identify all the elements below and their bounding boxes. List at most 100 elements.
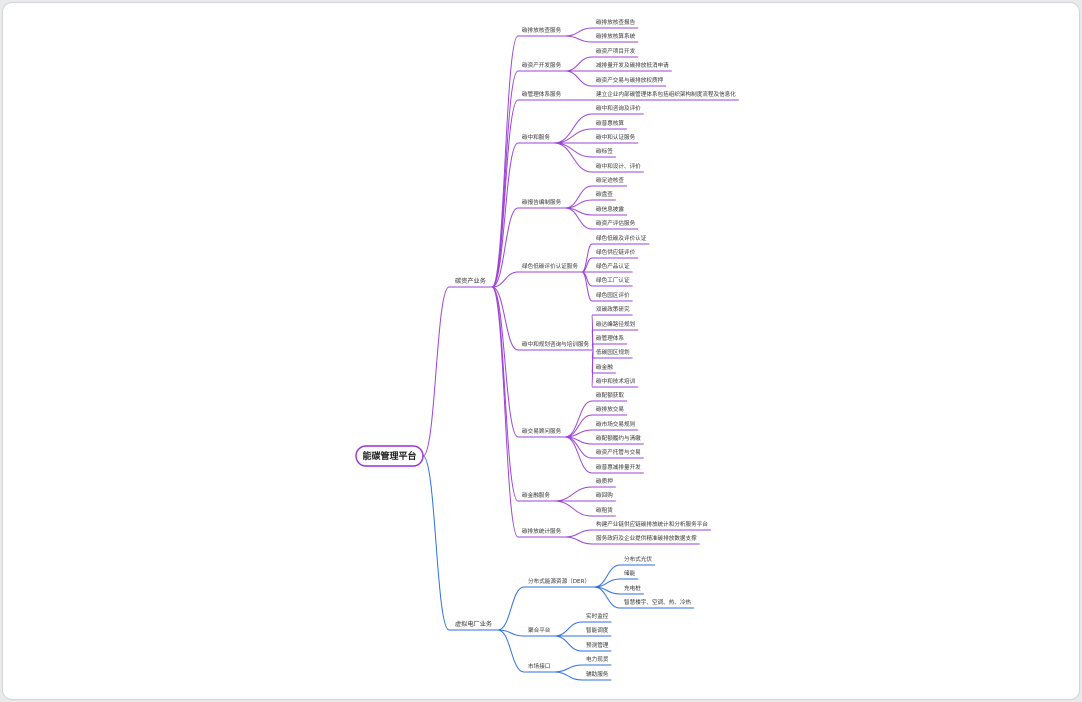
connector-line: [565, 70, 593, 87]
topic-node[interactable]: 碳金融服务: [522, 491, 550, 499]
topic-node[interactable]: 聚合平台: [528, 626, 551, 634]
connector-line: [554, 664, 583, 673]
leaf-node[interactable]: 碳排放核查报告: [596, 18, 636, 26]
connector-line: [554, 635, 583, 652]
leaf-node[interactable]: 碳回购: [596, 491, 613, 499]
connector-line: [554, 621, 583, 637]
topic-node[interactable]: 市场接口: [528, 662, 550, 670]
leaf-node[interactable]: 碳信息披露: [596, 205, 624, 213]
leaf-node[interactable]: 实时监控: [586, 612, 609, 620]
topic-node[interactable]: 碳交易顾问服务: [522, 427, 562, 435]
topic-node[interactable]: 碳管理体系服务: [522, 90, 562, 98]
connector-line: [491, 99, 519, 288]
leaf-node[interactable]: 碳市场交易规则: [596, 420, 636, 428]
leaf-node[interactable]: 充电桩: [624, 584, 641, 592]
leaf-node[interactable]: 碳足迹核查: [596, 176, 624, 184]
leaf-node[interactable]: 绿色低碳及评价认证: [596, 234, 647, 242]
connector-line: [497, 586, 525, 631]
leaf-node[interactable]: 碳资产项目开发: [596, 47, 636, 55]
connector-line: [553, 128, 593, 144]
connector-line: [491, 286, 519, 351]
connector-line: [491, 207, 519, 288]
leaf-node[interactable]: 建立企业内部碳管理体系包括组织架构制度流程及信息化: [596, 90, 736, 98]
connector-line: [565, 35, 593, 43]
leaf-node[interactable]: 绿色园区评价: [596, 291, 630, 299]
leaf-node[interactable]: 碳配额履约与清缴: [596, 434, 641, 442]
connector-line: [422, 455, 450, 631]
leaf-node[interactable]: 智慧楼宇、空调、热、冷热: [624, 598, 692, 606]
leaf-node[interactable]: 碳配额获取: [596, 391, 624, 399]
leaf-node[interactable]: 碳金融: [596, 363, 613, 371]
connector-line: [553, 113, 593, 144]
branch-node[interactable]: 虚拟电厂业务: [455, 620, 492, 628]
leaf-node[interactable]: 碳排放交易: [596, 405, 624, 413]
leaf-node[interactable]: 智能调度: [586, 626, 609, 634]
connector-line: [594, 586, 621, 609]
leaf-node[interactable]: 电力现货: [586, 655, 609, 663]
topic-node[interactable]: 碳中和服务: [522, 133, 550, 141]
leaf-node[interactable]: 碳普惠减排量开发: [596, 463, 641, 471]
connector-line: [565, 529, 593, 538]
leaf-node[interactable]: 碳普惠核算: [596, 119, 624, 127]
topic-node[interactable]: 碳中和规划咨询与培训服务: [522, 340, 590, 348]
connector-line: [565, 536, 593, 545]
connector-line: [565, 185, 593, 209]
connector-line: [554, 671, 583, 681]
leaf-node[interactable]: 绿色产品认证: [596, 262, 630, 270]
leaf-node[interactable]: 分布式光伏: [624, 555, 652, 563]
root-label: 能碳管理平台: [362, 450, 416, 462]
branch-node[interactable]: 碳资产业务: [455, 277, 486, 285]
connector-line: [581, 271, 593, 302]
connector-line: [565, 400, 593, 438]
connector-line: [422, 286, 450, 457]
leaf-node[interactable]: 碳中和设计、评价: [596, 162, 641, 170]
leaf-node[interactable]: 碳资产交易与碳排放权质押: [596, 76, 664, 84]
leaf-node[interactable]: 双碳政策研究: [596, 305, 630, 313]
connector-line: [491, 271, 519, 288]
leaf-node[interactable]: 碳达峰路径规划: [596, 320, 636, 328]
connector-line: [594, 564, 621, 588]
leaf-node[interactable]: 碳中和咨询及评价: [596, 104, 641, 112]
leaf-node[interactable]: 减排量开发及碳排放抵消申请: [596, 61, 669, 69]
connector-line: [491, 142, 519, 288]
leaf-node[interactable]: 绿色工厂认证: [596, 276, 630, 284]
topic-node[interactable]: 碳报告编制服务: [522, 198, 562, 206]
leaf-node[interactable]: 碳排放核算系统: [596, 32, 636, 40]
topic-node[interactable]: 碳排放统计服务: [522, 527, 562, 535]
leaf-node[interactable]: 预测管理: [586, 641, 609, 649]
topic-node[interactable]: 碳排放核查服务: [522, 26, 562, 34]
connector-line: [497, 629, 525, 637]
leaf-node[interactable]: 碳管理体系: [596, 334, 624, 342]
leaf-node[interactable]: 碳资产托管与交易: [596, 448, 641, 456]
leaf-node[interactable]: 辅助服务: [586, 670, 609, 678]
connector-line: [553, 142, 593, 158]
leaf-node[interactable]: 碳质押: [596, 477, 613, 485]
connector-line: [591, 349, 594, 388]
connector-line: [565, 27, 593, 37]
leaf-node[interactable]: 绿色供应链评价: [596, 248, 636, 256]
connector-line: [581, 243, 593, 273]
leaf-node[interactable]: 碳中和技术培训: [596, 377, 636, 385]
leaf-node[interactable]: 构建产业链供应链碳排放统计和分析服务平台: [596, 520, 708, 528]
leaf-node[interactable]: 低碳园区规划: [596, 348, 630, 356]
leaf-node[interactable]: 碳标签: [596, 147, 613, 155]
leaf-node[interactable]: 服务政府及企业提供精准碳排放数据支撑: [596, 534, 697, 542]
topic-node[interactable]: 分布式能源资源（DER）: [528, 577, 590, 585]
leaf-node[interactable]: 碳资产评估服务: [596, 219, 636, 227]
connector-line: [553, 486, 593, 502]
connector-line: [565, 56, 593, 72]
connector-line: [565, 207, 593, 230]
connector-line: [497, 629, 525, 673]
connector-line: [565, 436, 593, 474]
connector-line: [491, 70, 519, 288]
leaf-node[interactable]: 碳中和认证服务: [596, 133, 636, 141]
root-node[interactable]: 能碳管理平台: [355, 445, 424, 467]
topic-node[interactable]: 绿色低碳评价认证服务: [522, 262, 578, 270]
connector-line: [491, 286, 519, 538]
leaf-node[interactable]: 储能: [624, 569, 636, 577]
leaf-node[interactable]: 碳租赁: [596, 506, 613, 514]
leaf-node[interactable]: 碳盘查: [596, 190, 613, 198]
topic-node[interactable]: 碳资产开发服务: [522, 61, 562, 69]
